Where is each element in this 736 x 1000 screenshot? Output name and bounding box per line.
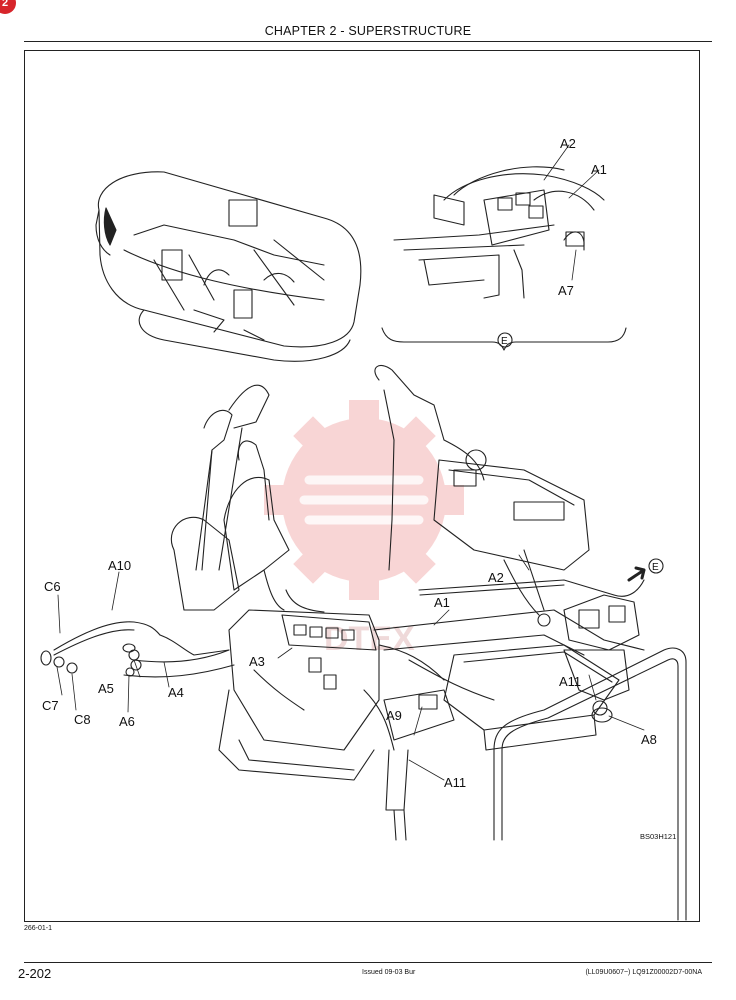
callout-A11-right: A11: [559, 674, 581, 689]
callout-E-arrow: E: [652, 562, 659, 573]
figure-ref-code: BS03H121: [640, 832, 676, 841]
callout-C8: C8: [74, 712, 91, 727]
chapter-title: CHAPTER 2 - SUPERSTRUCTURE: [264, 24, 472, 38]
detail-E-drawing: [393, 166, 605, 299]
detail-E-circle-icon: [497, 332, 513, 348]
footer-rule: [24, 962, 712, 963]
callout-A9: A9: [386, 708, 402, 723]
wiring-diagram: DTEX E: [40, 136, 687, 921]
detail-E-bracket: [381, 327, 627, 351]
callout-A11-bottom: A11: [444, 775, 466, 790]
callout-A2-top: A2: [560, 136, 576, 151]
callout-A7: A7: [558, 283, 574, 298]
cab-overview-drawing: [95, 171, 362, 362]
callout-C6: C6: [44, 579, 61, 594]
callout-A8: A8: [641, 732, 657, 747]
header-rule: [24, 41, 712, 42]
callout-C7: C7: [42, 698, 59, 713]
callout-A5: A5: [98, 681, 114, 696]
watermark-stripes: [299, 475, 429, 525]
callout-E-arrow-circle-icon: [648, 558, 664, 574]
page-number: 2-202: [18, 966, 52, 981]
callout-A4: A4: [168, 685, 184, 700]
leader-lines: [56, 144, 645, 781]
issued-date: Issued 09-03 Bur: [362, 969, 416, 976]
callout-A10: A10: [108, 558, 131, 573]
operator-console-drawing: [40, 365, 687, 921]
callout-A6: A6: [119, 714, 135, 729]
callout-A3: A3: [249, 654, 265, 669]
callout-A1-top: A1: [591, 162, 607, 177]
watermark-gear-icon: [264, 400, 464, 600]
watermark-text: DTEX: [324, 620, 415, 658]
callout-A2-mid: A2: [488, 570, 504, 585]
document-reference: (LL09U0607~) LQ91Z00002D7-00NA: [585, 969, 702, 976]
callout-A1-mid: A1: [434, 595, 450, 610]
figure-frame: [24, 50, 700, 922]
callout-E-circle: E: [501, 336, 508, 347]
figure-code: 266-01-1: [24, 925, 53, 932]
page-badge: 2: [0, 0, 16, 14]
